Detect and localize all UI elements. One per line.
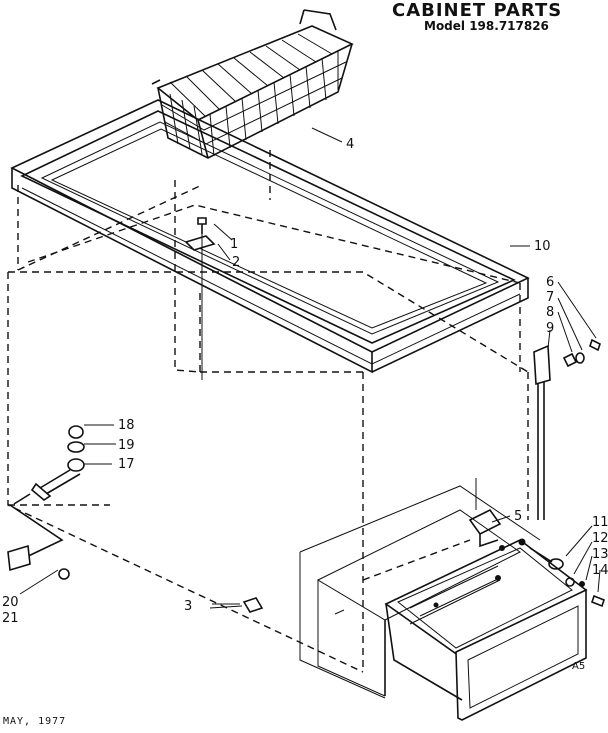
print-date: MAY, 1977 bbox=[3, 716, 67, 727]
model-number: Model 198.717826 bbox=[424, 19, 549, 33]
diagram-title: CABINET PARTS bbox=[392, 0, 563, 21]
callout-numbers: 1 2 3 4 5 6 7 8 9 10 11 12 13 14 17 18 1… bbox=[2, 137, 608, 626]
callout-18: 18 bbox=[118, 418, 135, 433]
callout-14: 14 bbox=[592, 563, 608, 578]
callout-5: 5 bbox=[514, 509, 522, 524]
drain-plug bbox=[7, 504, 70, 580]
drain-hose-assembly bbox=[13, 425, 85, 505]
callout-6: 6 bbox=[546, 275, 554, 290]
compressor-compartment bbox=[299, 485, 541, 699]
callout-4: 4 bbox=[346, 137, 354, 152]
access-cover bbox=[384, 539, 588, 721]
lid-gasket-frame bbox=[10, 99, 530, 374]
strain-relief bbox=[209, 597, 264, 613]
callout-2: 2 bbox=[232, 255, 240, 270]
callout-12: 12 bbox=[592, 531, 608, 546]
callout-1: 1 bbox=[230, 237, 238, 252]
leader-lines bbox=[19, 127, 601, 605]
page-code: A5 bbox=[572, 661, 586, 672]
callout-10: 10 bbox=[534, 239, 551, 254]
callout-17: 17 bbox=[118, 457, 135, 472]
callout-7: 7 bbox=[546, 290, 554, 305]
callout-11: 11 bbox=[592, 515, 608, 530]
wire-basket bbox=[151, 9, 354, 159]
callout-13: 13 bbox=[592, 547, 608, 562]
callout-19: 19 bbox=[118, 438, 135, 453]
callout-8: 8 bbox=[546, 305, 554, 320]
screw-and-clip bbox=[184, 217, 216, 380]
cabinet-outline bbox=[7, 150, 529, 673]
callout-21: 21 bbox=[2, 611, 19, 626]
callout-20: 20 bbox=[2, 595, 19, 610]
callout-9: 9 bbox=[546, 321, 554, 336]
callout-3: 3 bbox=[184, 599, 192, 614]
